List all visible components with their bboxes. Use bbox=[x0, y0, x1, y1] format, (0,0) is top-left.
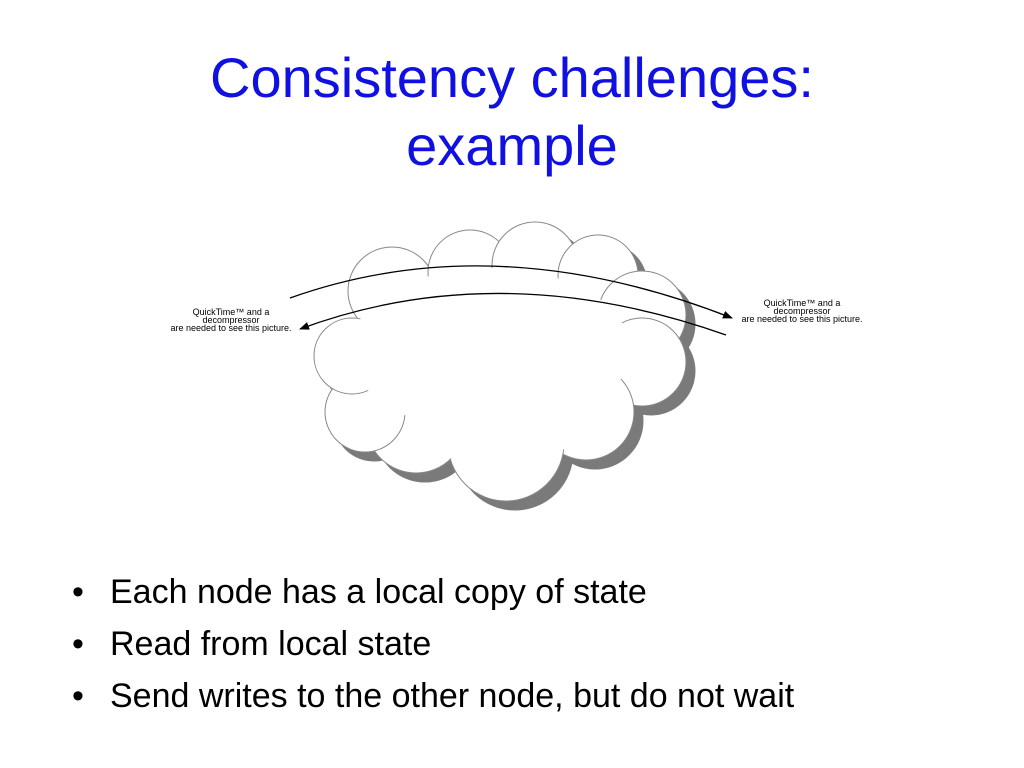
right-node-placeholder: QuickTime™ and a decompressor are needed… bbox=[722, 298, 882, 324]
slide-title: Consistency challenges: example bbox=[0, 44, 1024, 180]
left-node-placeholder: QuickTime™ and a decompressor are needed… bbox=[151, 307, 311, 333]
left-node-placeholder-line-2: decompressor bbox=[202, 315, 260, 325]
bullet-item: Each node has a local copy of state bbox=[70, 566, 794, 618]
write-arrow-to-left bbox=[299, 292, 727, 336]
left-node-placeholder-line-1: QuickTime™ and a bbox=[192, 307, 270, 317]
slide-title-line-2: example bbox=[406, 114, 618, 177]
right-node-placeholder-line-3: are needed to see this picture. bbox=[741, 314, 863, 324]
cloud-fill bbox=[350, 268, 630, 470]
left-node-placeholder-line-3: are needed to see this picture. bbox=[170, 323, 292, 333]
cloud-diagram bbox=[289, 221, 733, 511]
right-node-placeholder-line-2: decompressor bbox=[773, 306, 831, 316]
right-node-placeholder-line-1: QuickTime™ and a bbox=[763, 298, 841, 308]
bullet-item: Send writes to the other node, but do no… bbox=[70, 670, 794, 722]
write-arrow-to-right bbox=[289, 265, 733, 319]
bullet-list: Each node has a local copy of state Read… bbox=[70, 566, 794, 722]
bullet-item: Read from local state bbox=[70, 618, 794, 670]
slide-title-line-1: Consistency challenges: bbox=[210, 46, 814, 109]
